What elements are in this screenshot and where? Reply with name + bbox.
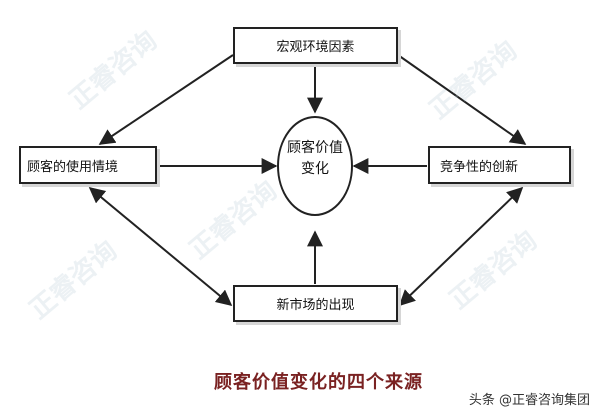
node-competitive-innovation-label: 竞争性的创新 [440,159,519,175]
node-customer-usage-context-label: 顾客的使用情境 [27,159,119,175]
diagram-caption: 顾客价值变化的四个来源 [214,372,423,393]
center-node-line2: 变化 [301,161,329,177]
node-competitive-innovation: 竞争性的创新 [428,146,571,184]
node-new-market: 新市场的出现 [233,285,398,322]
node-macro-environment-label: 宏观环境因素 [276,40,355,55]
node-macro-environment: 宏观环境因素 [233,27,398,64]
node-customer-usage-context: 顾客的使用情境 [19,146,157,184]
arrow-top-to-left [98,54,234,145]
node-new-market-label: 新市场的出现 [276,298,355,313]
arrow-right-bottom-bidirectional [398,186,524,307]
center-node-line1: 顾客价值 [287,140,343,156]
center-node-label: 顾客价值 变化 [276,138,354,180]
arrow-left-bottom-bidirectional [88,186,233,307]
center-ellipse [277,116,353,216]
arrow-top-to-right [397,54,527,145]
watermark-credit: 头条 @正睿咨询集团 [468,389,590,408]
